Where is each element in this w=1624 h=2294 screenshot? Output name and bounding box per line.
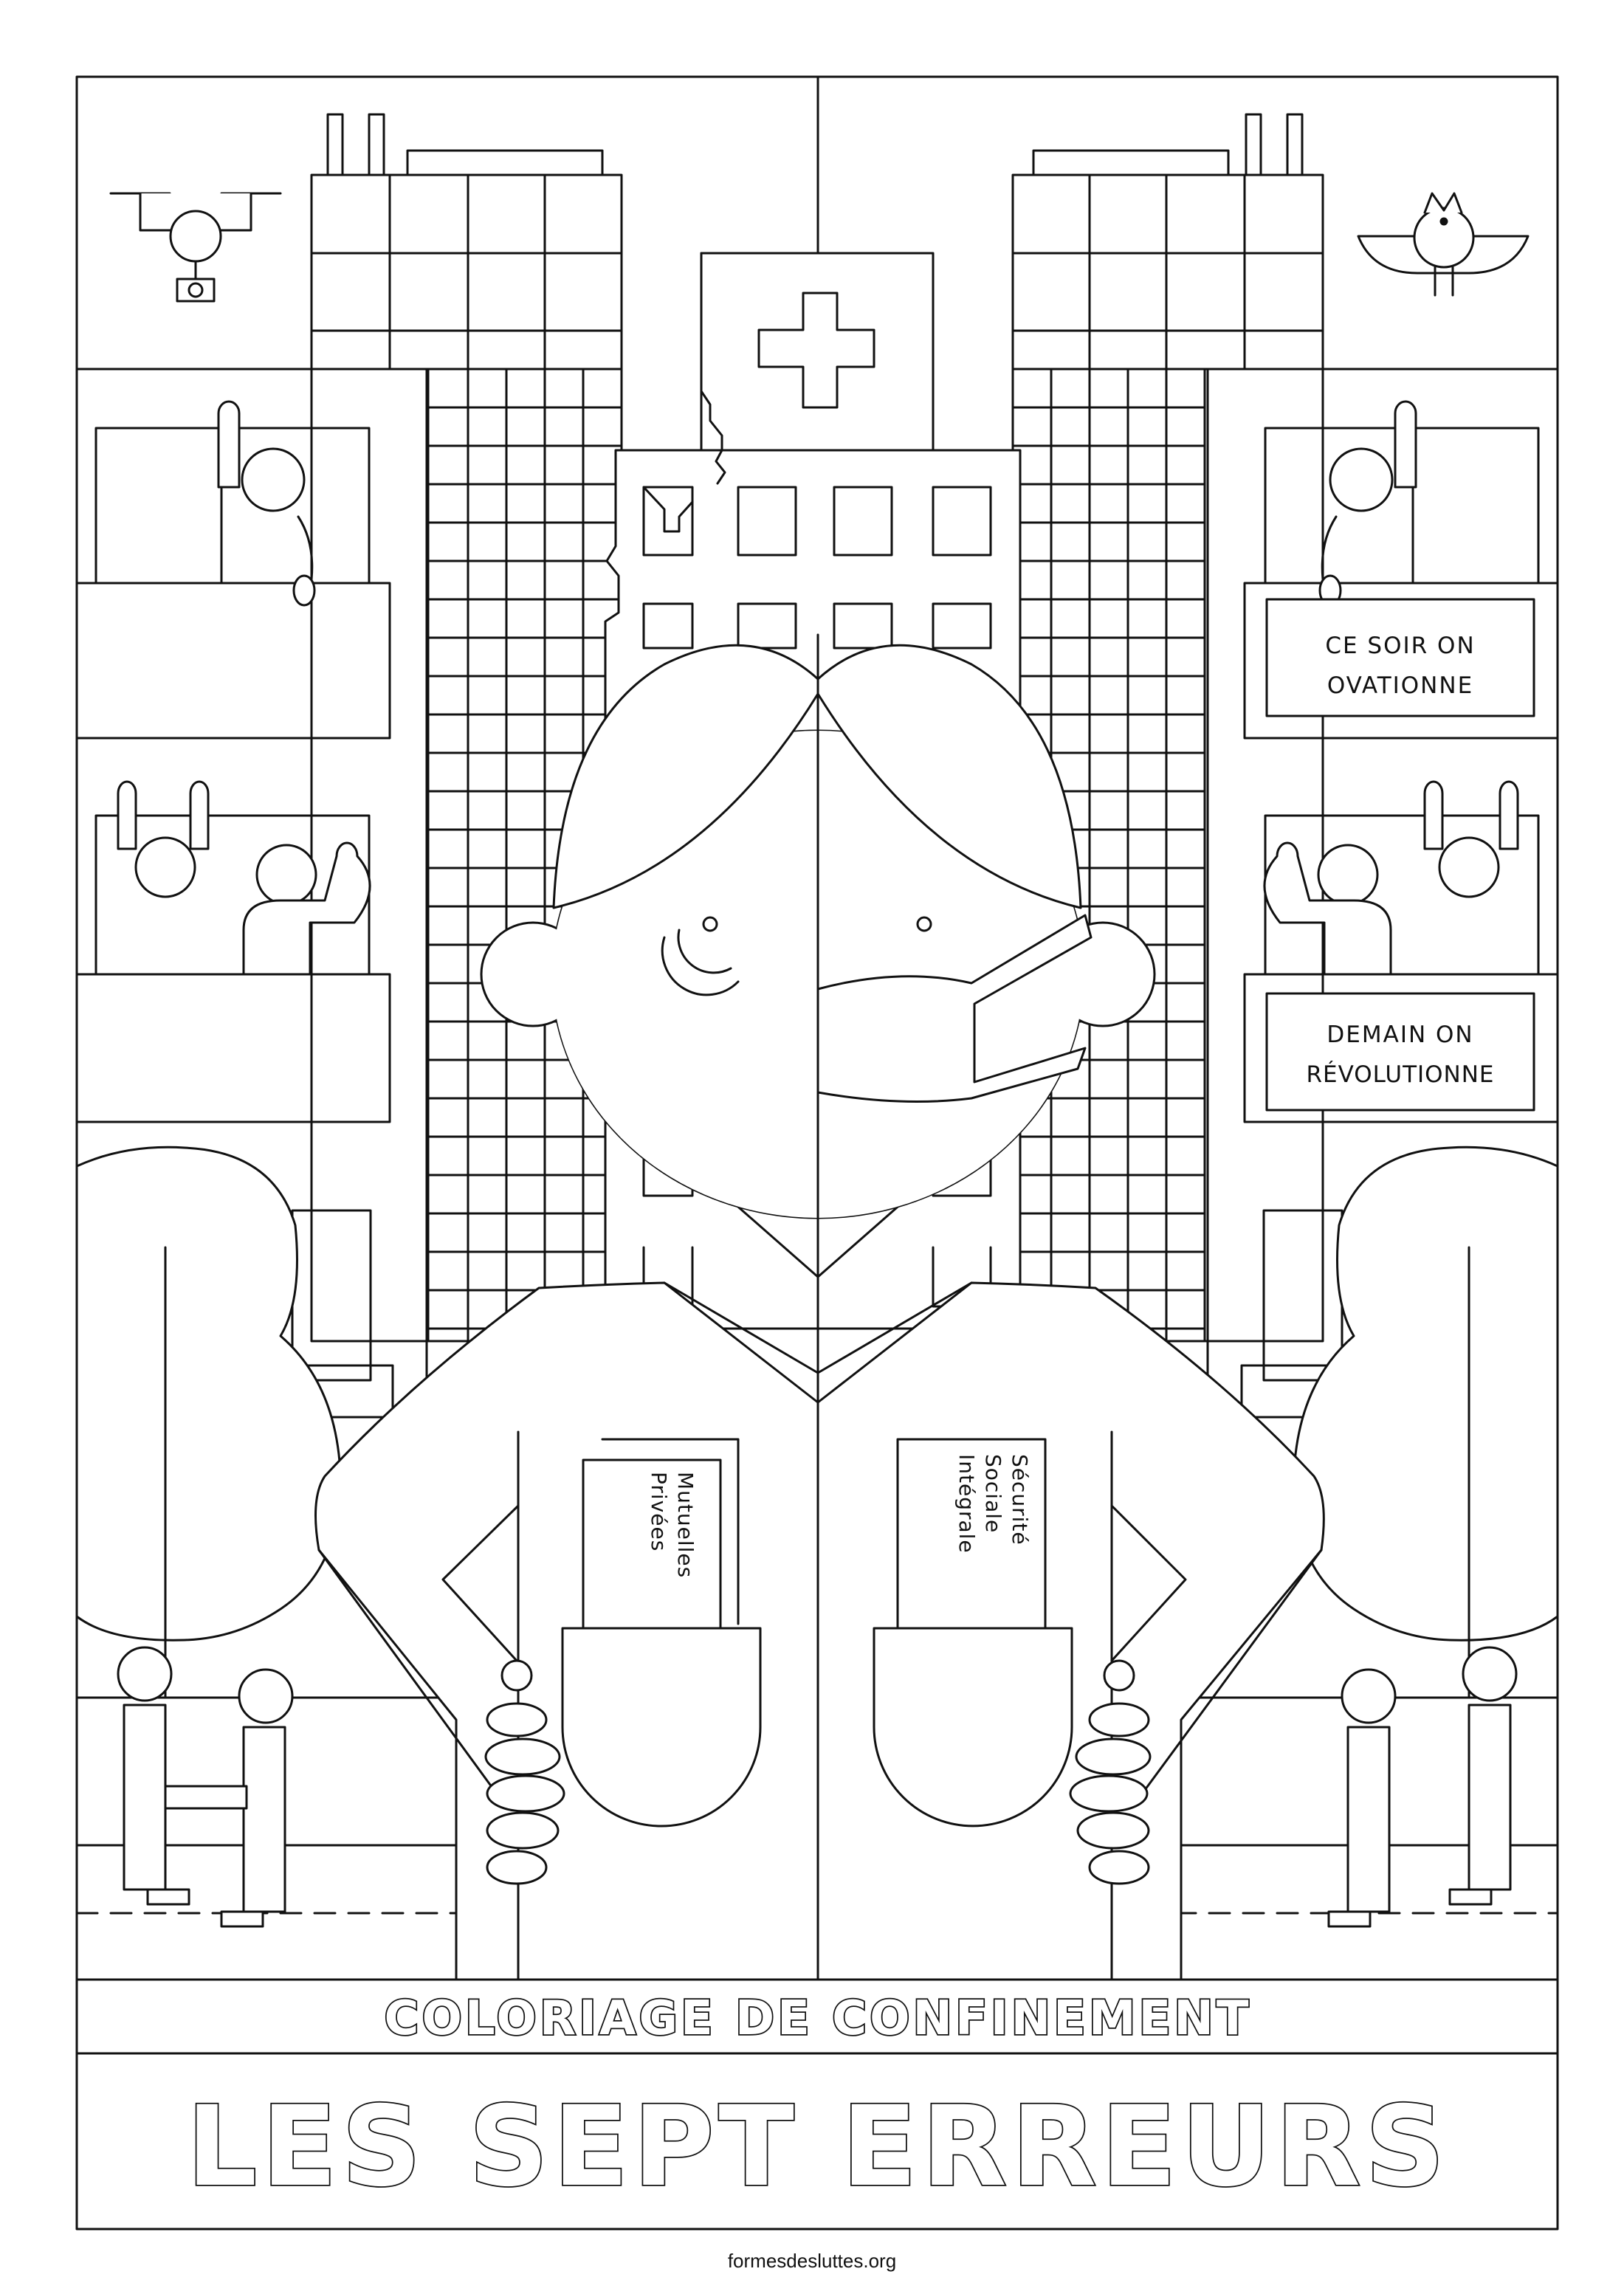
cross-icon: [757, 292, 875, 409]
right-window-people: [1263, 780, 1519, 976]
poster-subtitle: COLORIAGE DE CONFINEMENT: [385, 1991, 1252, 2046]
sign-revolution-line1: DEMAIN ON: [1327, 1022, 1473, 1048]
drone-icon: [109, 192, 282, 303]
left-balcony-person: [217, 400, 316, 607]
right-pocket: [873, 1627, 1073, 1828]
card-right-line1: Sécurité: [1008, 1454, 1032, 1546]
card-left-line1: Mutuelles: [673, 1472, 698, 1578]
sign-revolution-frame: [1265, 992, 1535, 1112]
left-hand: [484, 1659, 565, 1885]
right-balcony-person: [1318, 400, 1417, 607]
nurse-figure: [314, 633, 1325, 1981]
bird-icon: [1357, 192, 1530, 297]
sign-ovation-frame: [1265, 598, 1535, 717]
right-skyscraper: [1011, 113, 1324, 1343]
right-eye: [916, 916, 932, 932]
left-window-people: [117, 780, 371, 976]
footer-site-link[interactable]: formesdesluttes.org: [727, 2250, 897, 2272]
left-tree: [75, 1146, 342, 1699]
card-right-line3: Intégrale: [954, 1454, 979, 1554]
left-street-people-handshake: [117, 1646, 294, 1928]
card-social-security: [896, 1438, 1047, 1633]
smile: [661, 929, 740, 996]
right-tree: [1293, 1146, 1559, 1699]
left-eye: [702, 916, 718, 932]
nurse-torso: [314, 1281, 1325, 1981]
left-skyscraper: [310, 113, 623, 1343]
card-private-insurance: [582, 1458, 722, 1633]
sign-revolution-line2: RÉVOLUTIONNE: [1306, 1061, 1494, 1088]
card-right-line2: Sociale: [981, 1454, 1005, 1533]
poster-title: LES SEPT ERREURS: [187, 2083, 1450, 2211]
card-left-line2: Privées: [647, 1472, 671, 1551]
sign-ovation-line1: CE SOIR ON: [1325, 633, 1475, 659]
face-mask-icon: [816, 914, 1093, 1103]
right-street-people: [1327, 1646, 1518, 1928]
left-pocket: [561, 1627, 762, 1828]
sign-ovation-line2: OVATIONNE: [1327, 672, 1473, 699]
right-hand: [1069, 1659, 1152, 1885]
